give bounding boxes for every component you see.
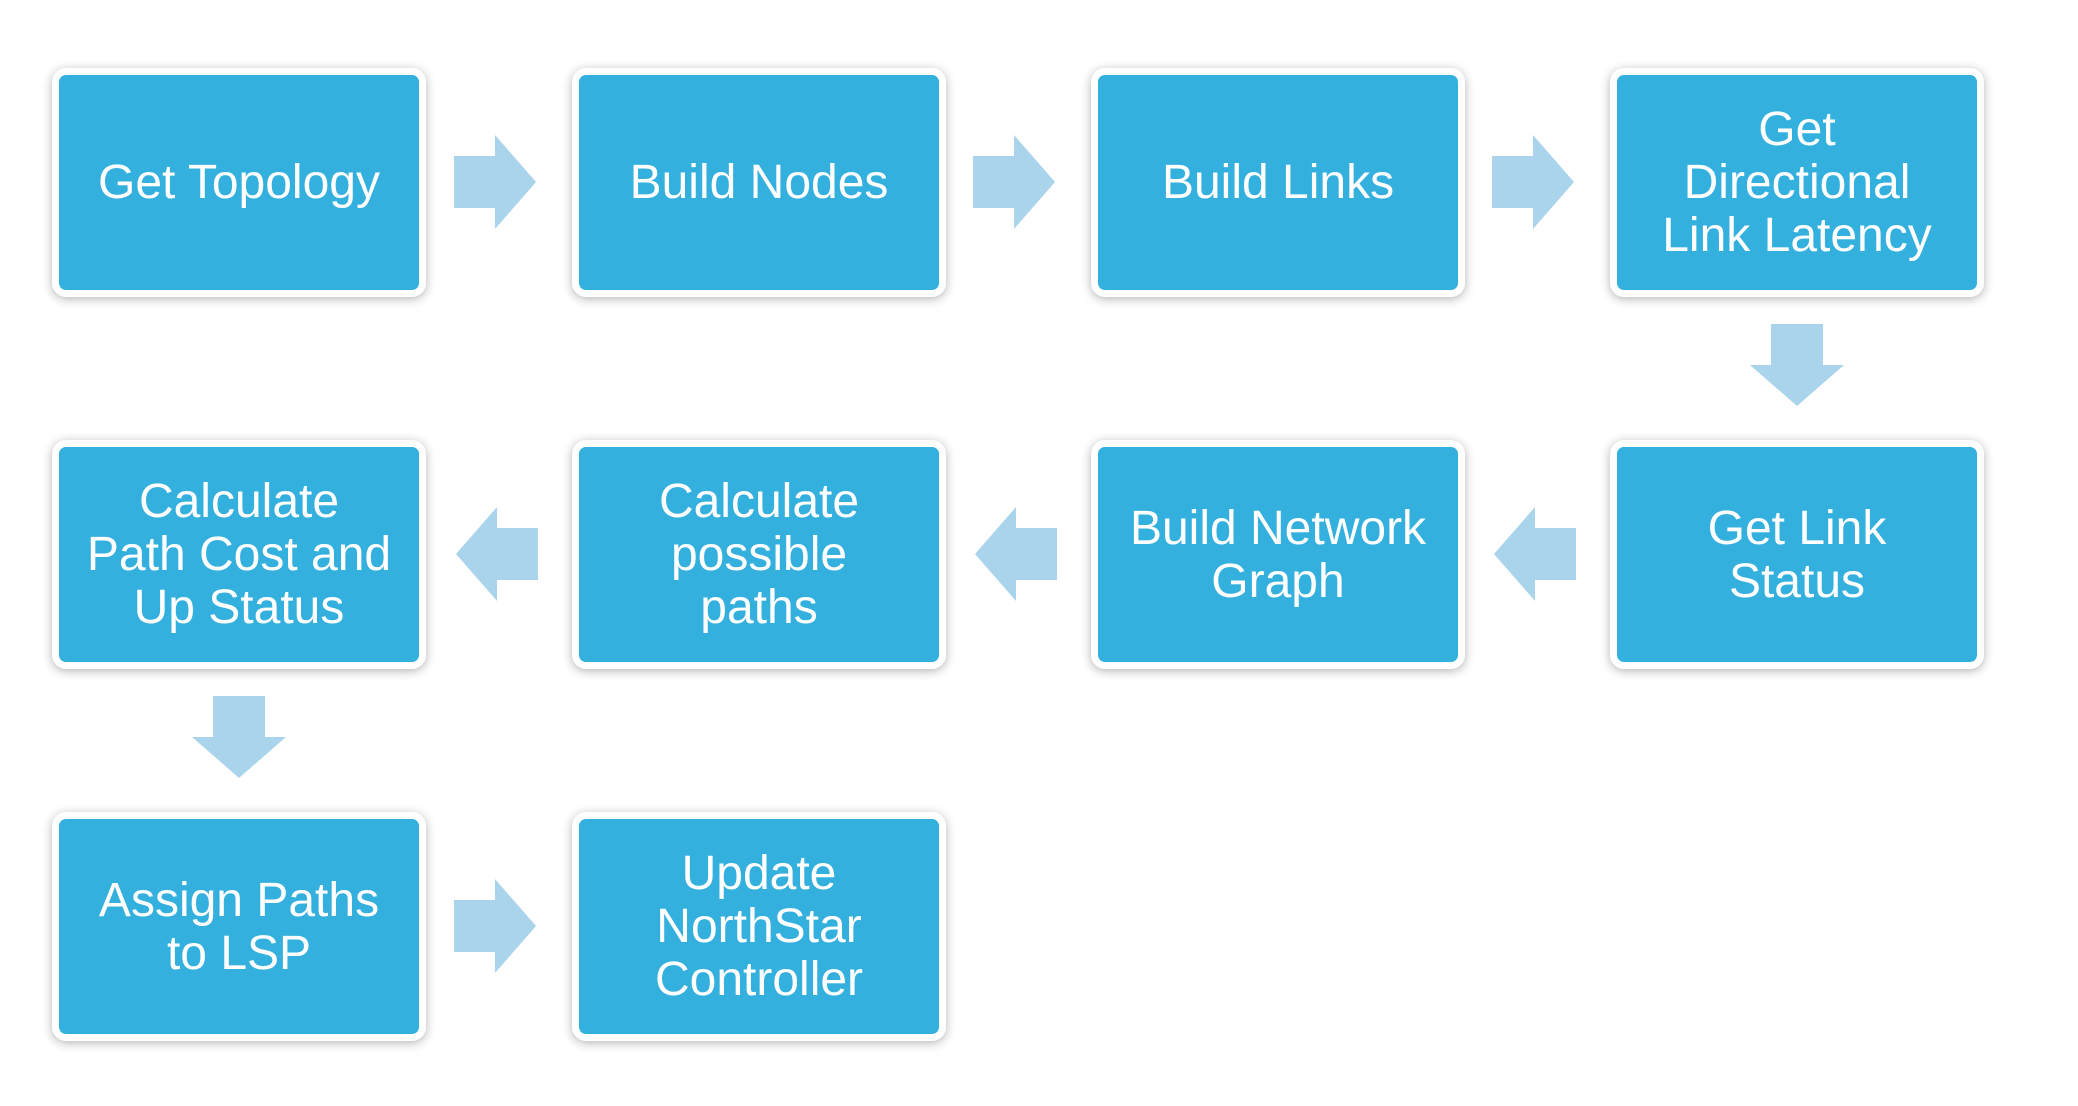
step-get-directional-link-latency: Get Directional Link Latency bbox=[1610, 68, 1984, 297]
arrow-left-icon bbox=[1494, 507, 1576, 601]
arrow-left-icon bbox=[456, 507, 538, 601]
step-get-topology: Get Topology bbox=[52, 68, 426, 297]
step-calculate-path-cost: Calculate Path Cost and Up Status bbox=[52, 440, 426, 669]
step-get-link-status: Get Link Status bbox=[1610, 440, 1984, 669]
step-update-northstar-controller: Update NorthStar Controller bbox=[572, 812, 946, 1041]
step-build-nodes: Build Nodes bbox=[572, 68, 946, 297]
arrow-right-icon bbox=[973, 135, 1055, 229]
arrow-left-icon bbox=[975, 507, 1057, 601]
step-calculate-possible-paths: Calculate possible paths bbox=[572, 440, 946, 669]
step-label: Calculate possible paths bbox=[658, 475, 860, 634]
step-label: Build Network Graph bbox=[1129, 501, 1427, 608]
arrow-right-icon bbox=[454, 879, 536, 973]
step-label: Get Directional Link Latency bbox=[1662, 103, 1932, 262]
step-label: Get Topology bbox=[98, 156, 380, 209]
step-label: Calculate Path Cost and Up Status bbox=[86, 475, 392, 634]
step-build-links: Build Links bbox=[1091, 68, 1465, 297]
step-label: Get Link Status bbox=[1707, 501, 1887, 608]
step-label: Build Links bbox=[1161, 156, 1395, 209]
step-label: Update NorthStar Controller bbox=[654, 847, 864, 1006]
step-build-network-graph: Build Network Graph bbox=[1091, 440, 1465, 669]
step-label: Build Nodes bbox=[629, 156, 889, 209]
arrow-down-icon bbox=[1750, 324, 1844, 406]
arrow-right-icon bbox=[1492, 135, 1574, 229]
arrow-down-icon bbox=[192, 696, 286, 778]
step-assign-paths-to-lsp: Assign Paths to LSP bbox=[52, 812, 426, 1041]
step-label: Assign Paths to LSP bbox=[98, 873, 380, 980]
arrow-right-icon bbox=[454, 135, 536, 229]
